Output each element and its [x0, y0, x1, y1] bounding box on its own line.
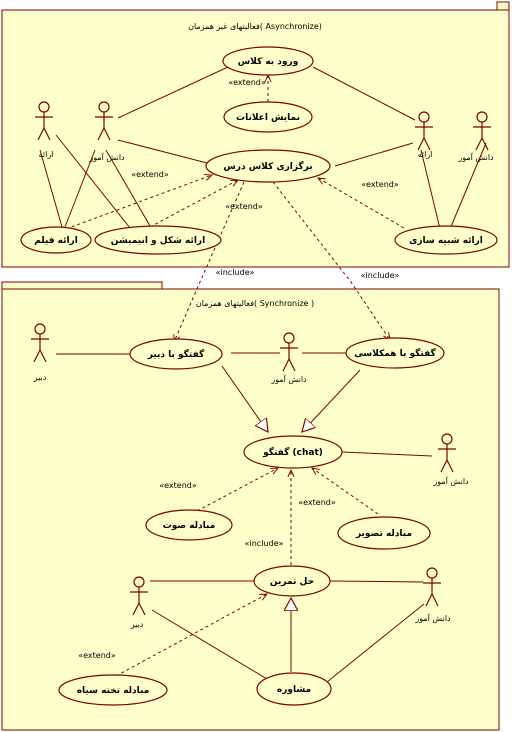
usecase-chat-teacher-label: گفتگو با دبیر: [147, 348, 205, 360]
associations-sync: [56, 352, 433, 683]
actor-student-right-sync-label: دانش آموز: [432, 476, 469, 486]
usecase-chat[interactable]: [243, 435, 343, 469]
actor-presenter-left-label: ارائه: [39, 150, 54, 159]
package-sync-title: فعالیتهای همزمان( Synchronize ): [196, 299, 314, 308]
stereotype-include-exercise: «include»: [245, 539, 284, 548]
usecase-announcements[interactable]: [223, 101, 313, 133]
stereotype-extend-announce: «extend»: [228, 78, 266, 87]
actor-student-right-icon[interactable]: [473, 111, 491, 151]
stereotype-extend-right: «extend»: [361, 180, 399, 189]
usecase-login[interactable]: [222, 46, 314, 76]
actor-student-right-sync-icon[interactable]: [438, 433, 456, 473]
actor-student-bottom-icon[interactable]: [423, 567, 441, 607]
usecase-simulation[interactable]: [394, 225, 498, 255]
usecase-chat-teacher[interactable]: [129, 338, 223, 370]
usecase-simulation-label: ارائه شبیه سازی: [409, 236, 483, 246]
usecase-chat-label: گفتگو (chat): [262, 446, 323, 458]
actors: [31, 101, 491, 616]
stereotype-extend-board: «extend»: [78, 651, 116, 660]
actor-student-left-label: دانش آموز: [88, 152, 125, 162]
usecase-whiteboard-label: مبادله تخته سیاه: [77, 686, 150, 696]
generalizations: [221, 365, 361, 672]
actor-teacher-bottom-label: دبیر: [130, 620, 144, 629]
actor-presenter-left-icon[interactable]: [35, 101, 53, 141]
usecase-animation[interactable]: [94, 225, 222, 255]
stereotype-extend-left: «extend»: [131, 170, 169, 179]
dependencies: [65, 75, 405, 677]
usecase-announcements-label: نمایش اعلانات: [236, 113, 300, 123]
usecase-chat-classmate[interactable]: [345, 337, 445, 369]
actor-student-left-icon[interactable]: [95, 101, 113, 141]
associations-async: [39, 66, 487, 230]
usecase-film[interactable]: [20, 226, 92, 254]
package-async-title: فعالیتهای غیر همزمان( Asynchronize): [188, 22, 322, 31]
usecase-animation-label: ارائه شکل و انیمیشن: [111, 236, 205, 246]
usecase-hold-class-label: برگزاری کلاس درس: [223, 160, 312, 172]
stereotype-include-right: «include»: [361, 271, 400, 280]
usecase-voice-label: مبادله صوت: [163, 521, 216, 531]
usecase-chat-classmate-label: گفتگو با همکلاسی: [354, 347, 436, 359]
actor-student-mid-icon[interactable]: [280, 332, 298, 372]
actor-teacher-top-label: دبیر: [33, 373, 47, 382]
actor-presenter-right-icon[interactable]: [415, 111, 433, 151]
usecase-consult-label: مشاوره: [277, 685, 311, 695]
stereotype-extend-mid: «extend»: [225, 202, 263, 211]
actor-teacher-top-icon[interactable]: [31, 323, 49, 363]
usecase-voice[interactable]: [145, 509, 233, 541]
actor-teacher-bottom-icon[interactable]: [130, 576, 148, 616]
usecase-image-label: مبادله تصویر: [355, 529, 412, 539]
actor-student-mid-label: دانش آموز: [270, 374, 307, 384]
usecase-hold-class[interactable]: [205, 149, 331, 183]
usecase-exercise-label: حل تمرین: [270, 577, 314, 587]
usecase-film-label: ارائه فیلم: [34, 236, 78, 246]
usecase-whiteboard[interactable]: [58, 674, 168, 706]
actor-student-bottom-label: دانش آموز: [414, 613, 451, 623]
usecase-login-label: ورود به کلاس: [238, 57, 299, 67]
stereotype-include-left: «include»: [216, 268, 255, 277]
usecase-exercise[interactable]: [253, 565, 331, 597]
usecase-consult[interactable]: [256, 672, 332, 706]
actor-presenter-right-label: ارائه: [418, 150, 433, 159]
actor-student-right-label: دانش آموز: [457, 152, 494, 162]
usecase-image[interactable]: [337, 516, 431, 550]
stereotype-extend-voice: «extend»: [159, 481, 197, 490]
stereotype-extend-image: «extend»: [298, 498, 336, 507]
